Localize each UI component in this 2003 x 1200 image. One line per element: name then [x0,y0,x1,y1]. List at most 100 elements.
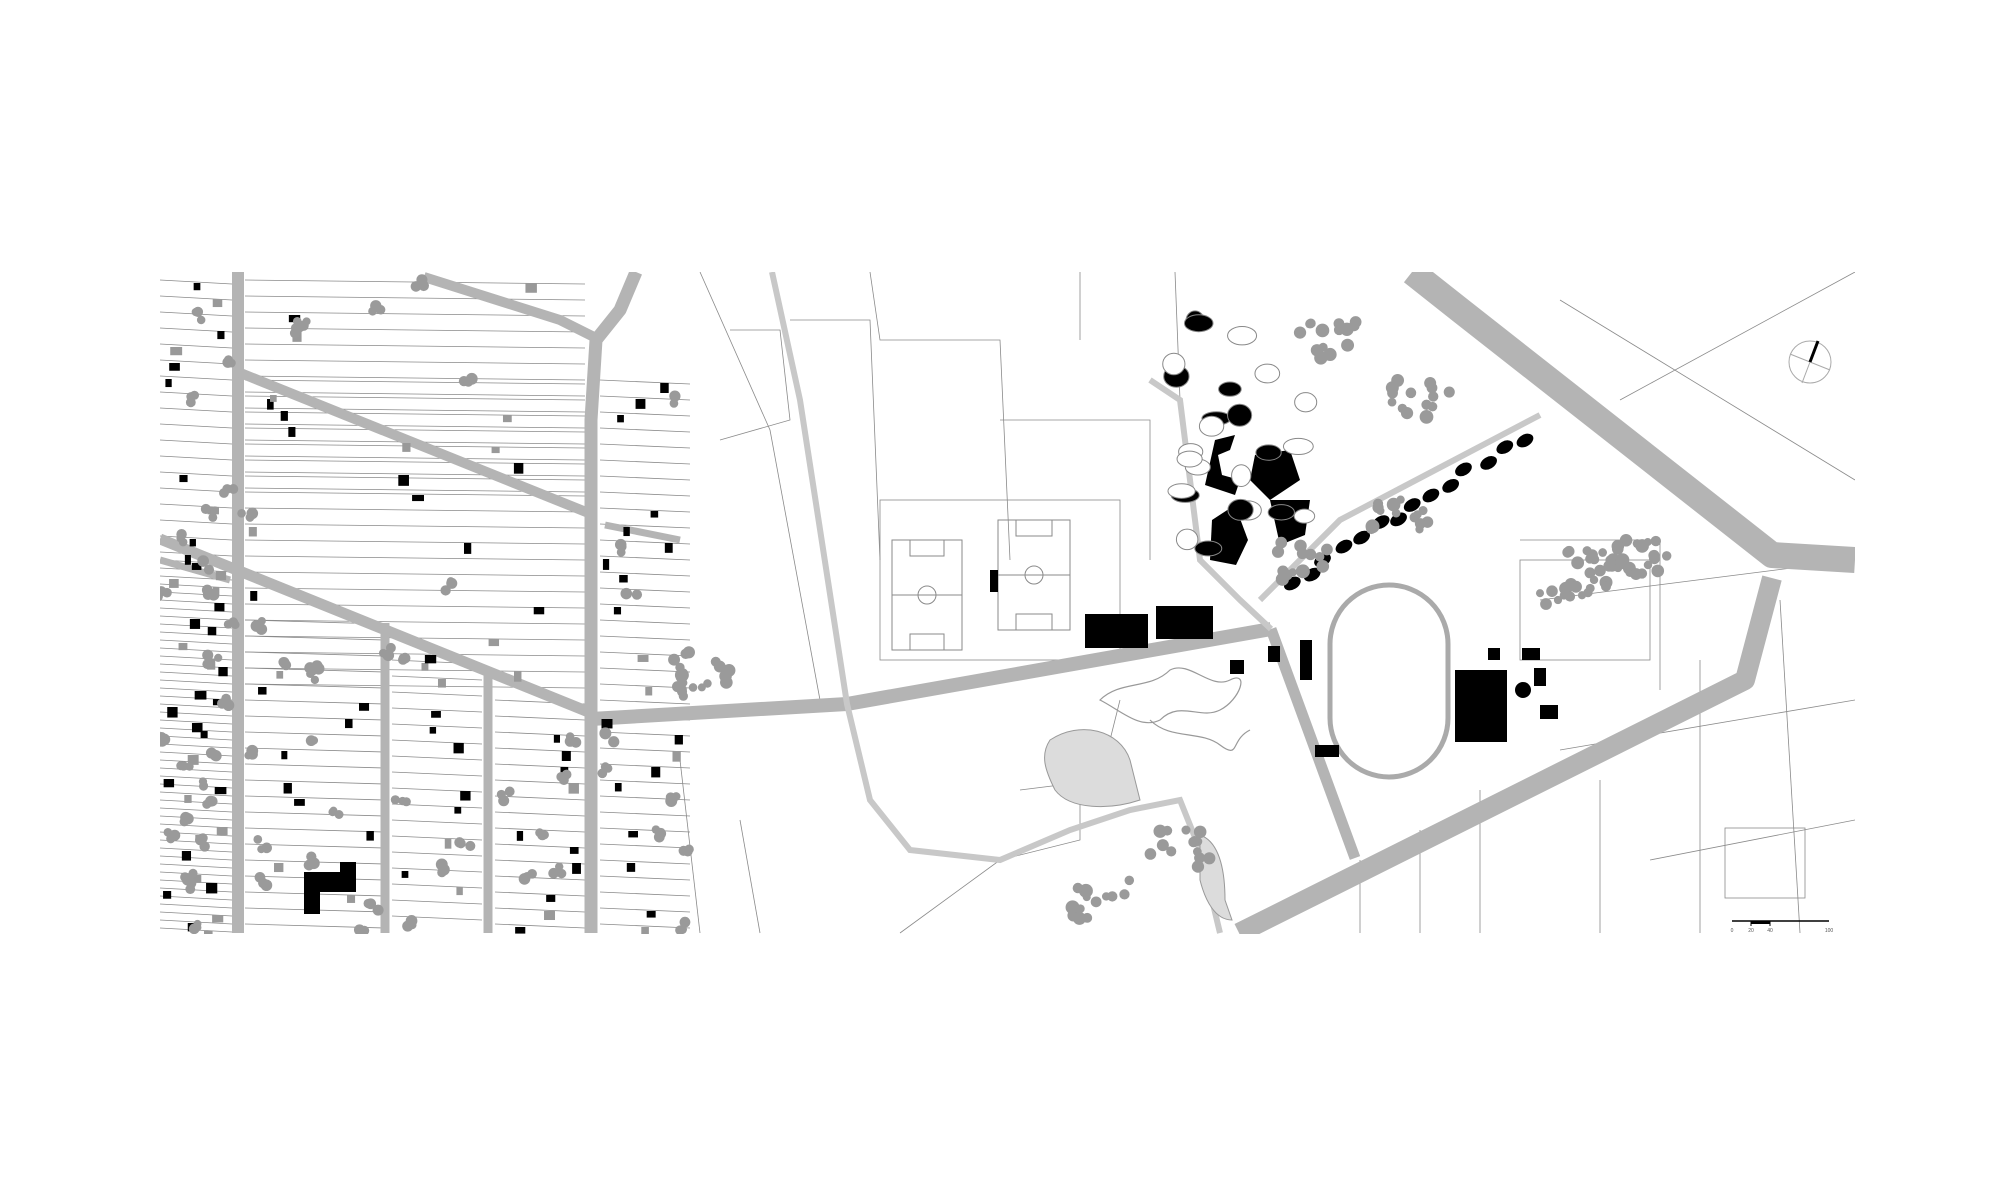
house [212,299,223,308]
parcel-line [244,715,386,721]
parcel-line [160,343,233,349]
house [660,383,669,393]
house [189,539,196,547]
house [546,895,556,902]
house [184,795,192,803]
parcel-line [244,603,586,609]
parcel-line [391,915,483,921]
parcel-line [244,587,586,593]
tree [1191,860,1205,873]
parcel-line [599,603,691,609]
tree [207,795,218,807]
tree [254,871,266,883]
parcel-line [160,519,233,525]
house [460,791,471,801]
parcel-line [244,427,586,433]
house [646,911,656,918]
housing-unit [1267,504,1295,521]
parcel-line [599,907,691,913]
tree [1387,397,1397,407]
tree [465,840,476,851]
house [345,719,353,729]
housing-unit [1198,415,1225,437]
tree [176,534,185,543]
tree [1391,374,1405,387]
tree [1535,589,1545,598]
building-pavilion [990,570,998,592]
parcel-line [599,891,691,897]
tree [1419,409,1434,424]
house [218,667,228,677]
housing-unit [1496,440,1514,455]
tree [193,923,202,932]
tree [198,777,208,786]
tree [1067,903,1078,914]
tree [208,513,218,522]
parcel-line [244,423,586,429]
tree [1600,581,1612,592]
housing-unit [1227,325,1258,346]
parcel-line [160,375,233,381]
tree [1288,568,1297,577]
tree [1166,846,1177,857]
house [444,839,452,849]
tree [1275,536,1288,549]
housing-unit [1162,352,1186,376]
house [635,399,646,409]
parcel-line [599,667,691,673]
house [628,831,638,838]
tree [1396,495,1405,504]
house [561,751,571,761]
parcel-line [244,507,586,513]
road-diagonal-lower [160,533,594,719]
house [437,679,446,688]
parcel-line [599,619,691,625]
parcel-line [244,343,586,349]
parcel-line [599,635,691,641]
tree [181,873,194,886]
tree [196,315,206,325]
tree [1076,904,1085,914]
housing-unit [1254,363,1281,384]
house [614,783,622,792]
parcel-line [494,891,586,897]
tree [182,812,194,825]
house [206,883,218,894]
house [366,831,374,841]
house [269,395,277,402]
tree [1119,889,1130,900]
tree [713,660,726,673]
tree [1564,591,1576,602]
tree [260,879,273,892]
tree [201,584,213,596]
tree [310,675,320,685]
tree [214,653,223,662]
house [250,591,258,601]
tree [522,871,532,881]
tree [1611,543,1624,555]
parcel-line [599,859,691,865]
parcel-line [494,875,586,881]
house [207,627,217,636]
tree [682,646,695,659]
tree [1443,386,1455,398]
housing-unit [1183,314,1214,333]
parcel-line [244,619,586,625]
tree [535,828,545,838]
parcel-line [160,279,233,285]
house [651,767,661,778]
tree [1305,318,1316,329]
house [169,363,180,371]
house [281,751,288,760]
tree [1553,595,1563,605]
house [431,711,441,718]
tree [1586,549,1598,561]
parcel-line [599,827,691,833]
tree [1365,519,1380,534]
house [163,891,172,899]
house [170,347,183,356]
tree [200,503,211,515]
tree [160,591,163,602]
tree [1271,545,1285,558]
house [294,799,305,806]
